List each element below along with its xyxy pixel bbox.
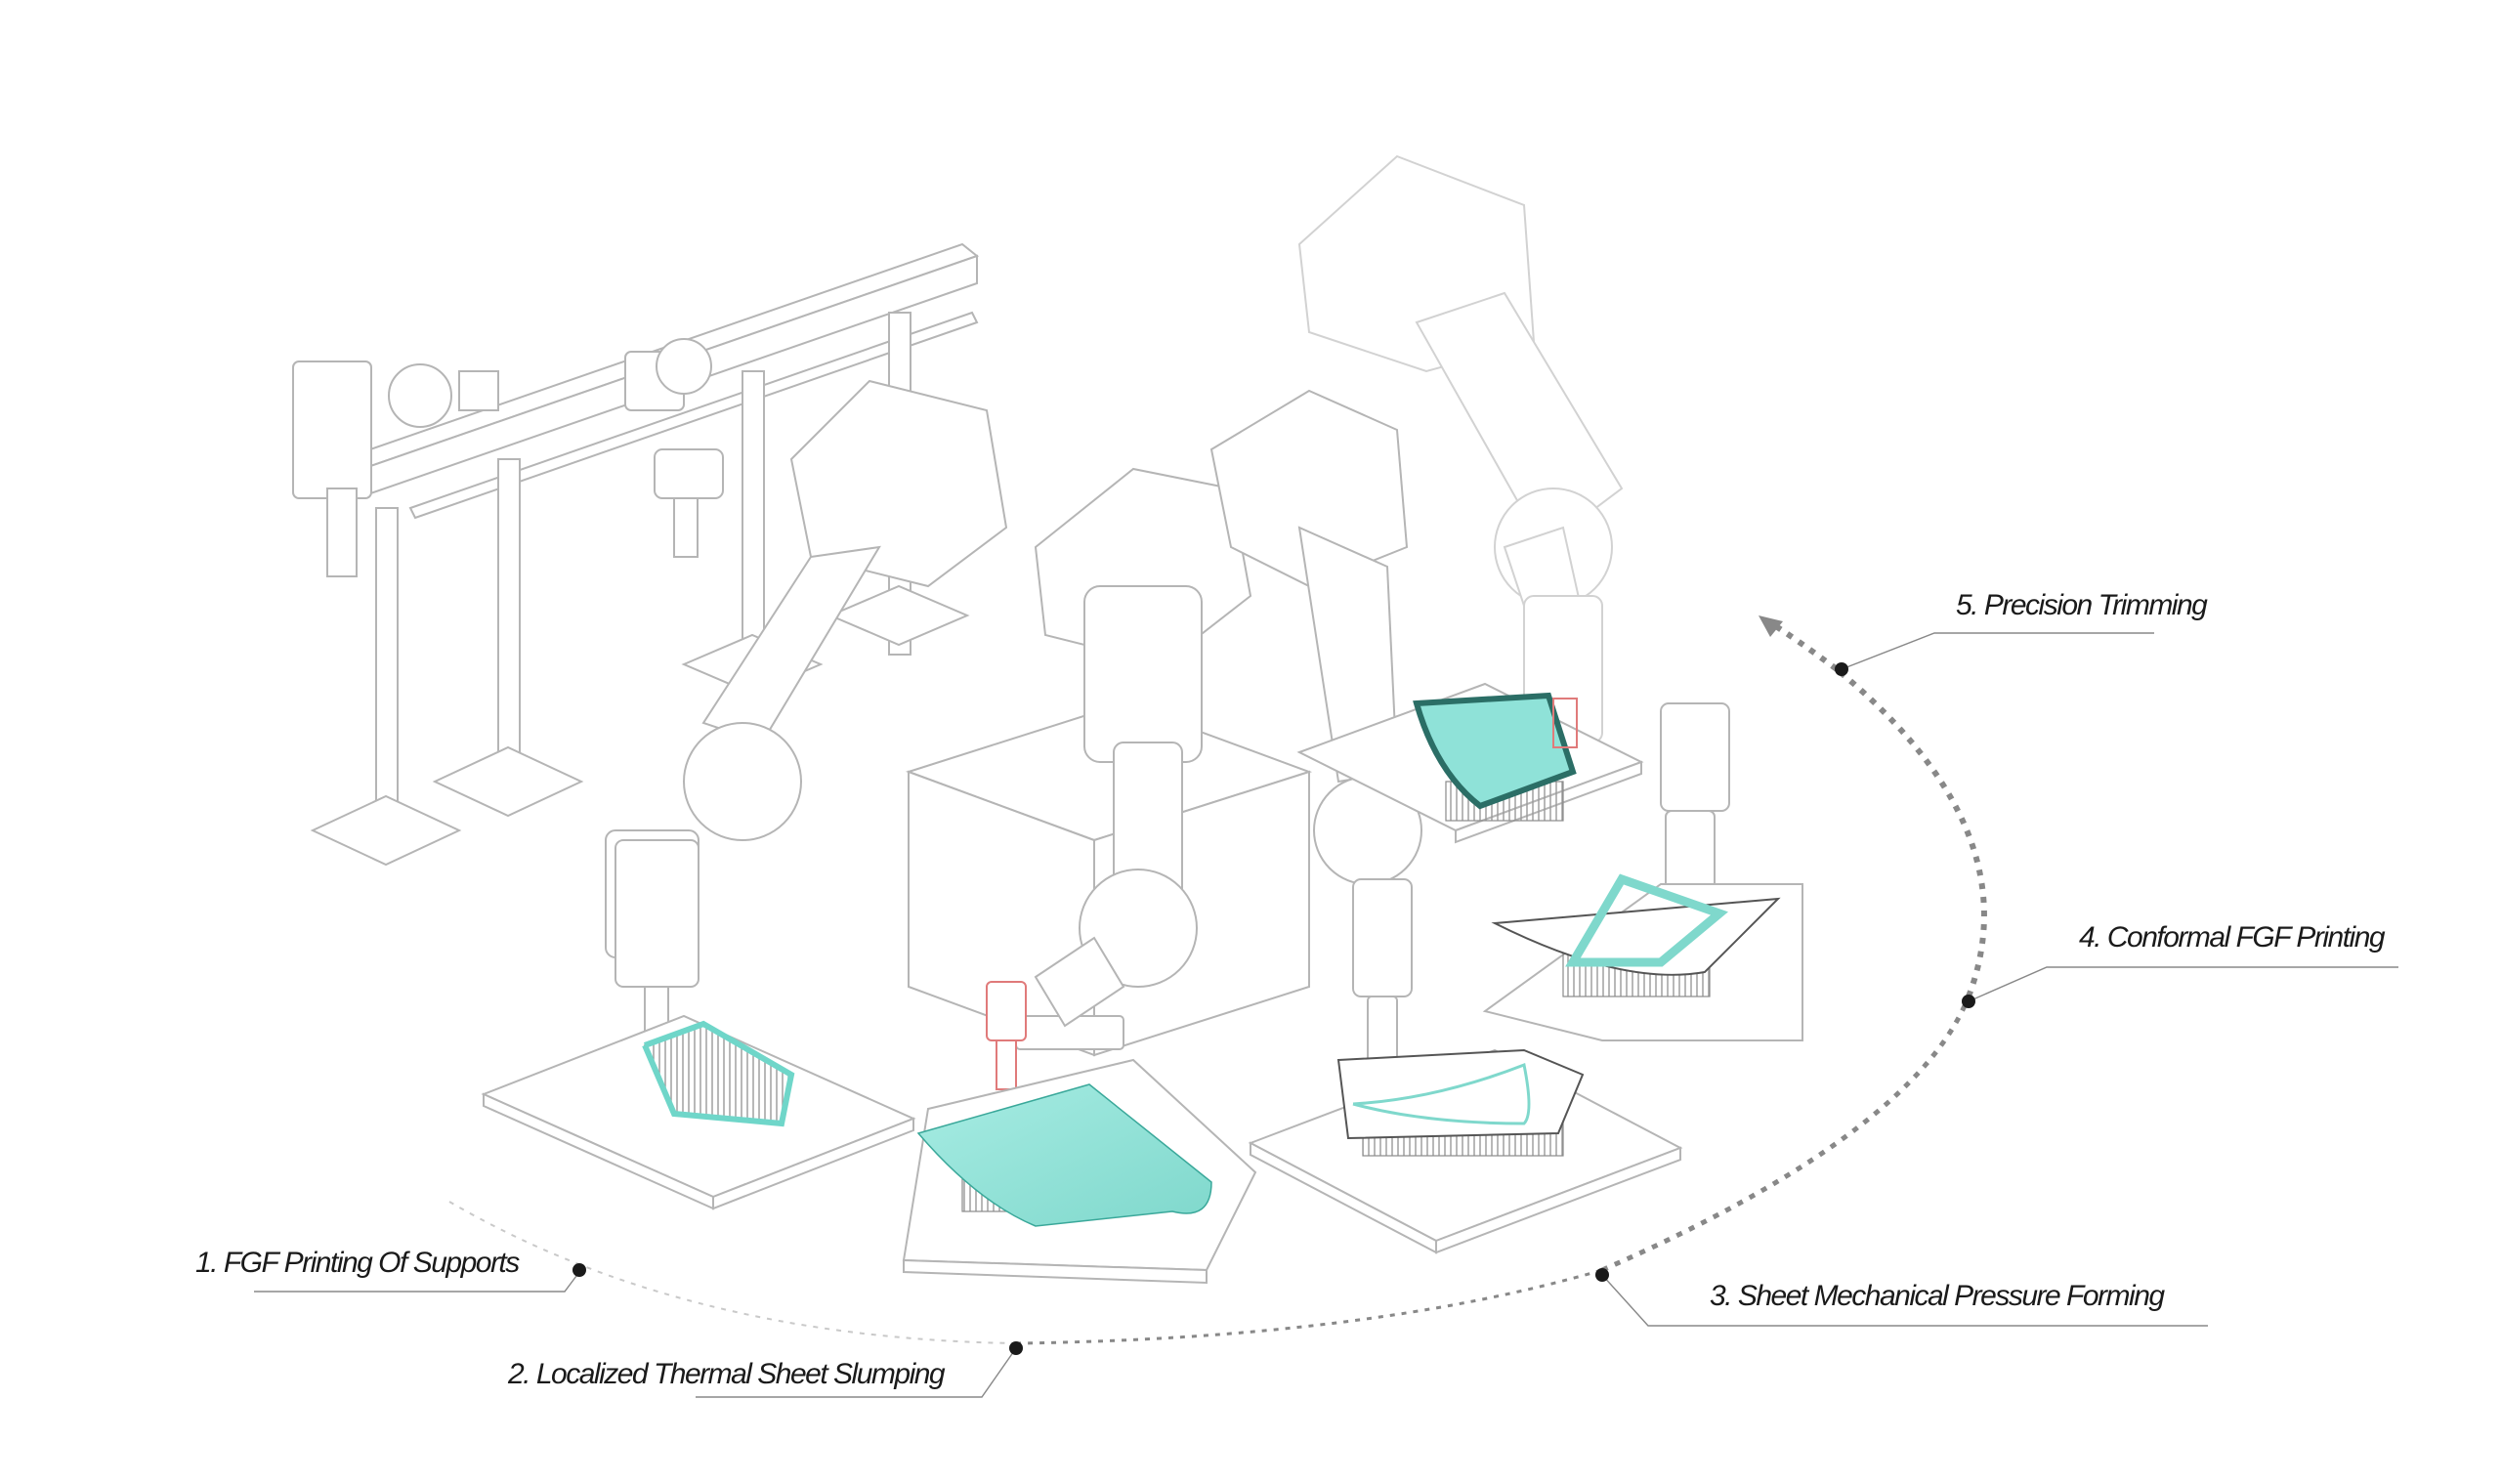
- process-arc-icon: [448, 618, 1987, 1345]
- step-label-5: 5. Precision Trimming: [1956, 589, 2208, 621]
- marker-step-2: [1009, 1341, 1023, 1355]
- build-plate-icon: [902, 1058, 1257, 1285]
- printed-conformal-bead: [1565, 873, 1728, 967]
- arrowhead-icon: [1759, 615, 1783, 637]
- step-label-3: 3. Sheet Mechanical Pressure Forming: [1710, 1280, 2165, 1312]
- marker-step-1: [572, 1263, 586, 1277]
- marker-step-5: [1835, 662, 1848, 676]
- slumped-sheet: [916, 1083, 1212, 1227]
- robot-arm-icon: [605, 154, 1730, 1076]
- gantry-frame-icon: [292, 242, 980, 867]
- formed-sheet: [1336, 1048, 1585, 1140]
- build-plate-icon: [1296, 682, 1644, 844]
- step-label-2: 2. Localized Thermal Sheet Slumping: [508, 1358, 946, 1390]
- step-label-1: 1. FGF Printing Of Supports: [195, 1247, 520, 1279]
- leaders: [254, 632, 2398, 1398]
- marker-step-3: [1595, 1268, 1609, 1282]
- trimmed-part: [1413, 692, 1577, 810]
- markers: [572, 662, 1975, 1355]
- step-label-4: 4. Conformal FGF Printing: [2079, 921, 2386, 954]
- build-plate-icon: [481, 1014, 916, 1210]
- build-plate-icon: [1482, 873, 1803, 1041]
- build-plate-icon: [1248, 1048, 1683, 1254]
- marker-step-4: [1962, 995, 1975, 1008]
